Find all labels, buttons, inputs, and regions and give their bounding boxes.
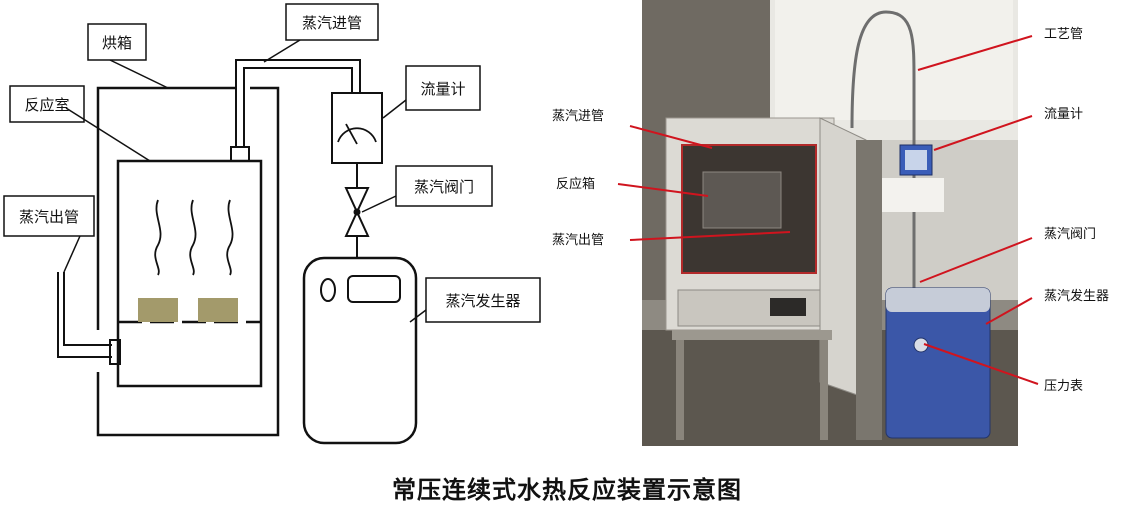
photo-label-flowmeter: 流量计: [1044, 107, 1083, 122]
sample-block: [198, 298, 238, 322]
photo-label-reaction-box: 反应箱: [556, 176, 595, 192]
photo-pillar: [856, 140, 882, 440]
photo-oven-panel: [770, 298, 806, 316]
valve-center: [353, 208, 361, 216]
photo-label-steam-outlet: 蒸汽出管: [552, 233, 604, 248]
steam-wisp: [154, 199, 162, 276]
photo-label-steam-inlet: 蒸汽进管: [552, 109, 604, 124]
leader-pressure-gauge: [923, 343, 1039, 385]
label-flowmeter: 流量计: [420, 80, 465, 98]
label-reaction-chamber: 反应室: [24, 96, 69, 114]
photo-boxes: [880, 178, 944, 212]
photo-stand-leg: [676, 340, 684, 440]
label-steam-inlet: 蒸汽进管: [302, 14, 362, 32]
schematic-callouts: [3, 3, 541, 323]
oven-outline: [96, 86, 280, 437]
photo-generator-top: [886, 288, 990, 312]
reaction-chamber: [116, 159, 263, 388]
leader-flowmeter: [933, 115, 1033, 151]
label-steam-outlet: 蒸汽出管: [19, 208, 79, 226]
callout-leader: [65, 107, 151, 162]
leader-steam-inlet: [629, 125, 713, 149]
photo-callout-leaders: [617, 35, 1039, 385]
callout-box-valve: [395, 165, 493, 207]
generator-gauge: [320, 278, 336, 302]
leader-process-pipe: [917, 35, 1033, 71]
sample-block: [138, 298, 178, 322]
label-steam-generator: 蒸汽发生器: [445, 292, 520, 310]
callout-leader: [382, 99, 407, 119]
photo-flowmeter-face: [905, 150, 927, 170]
callout-leader: [263, 39, 301, 63]
photo-label-steam-valve: 蒸汽阀门: [1044, 227, 1096, 242]
photo-window-blind: [775, 0, 1013, 120]
callout-box-generator: [425, 277, 541, 323]
photo-label-pressure-gauge: 压力表: [1044, 379, 1083, 394]
flowmeter-needle: [345, 123, 358, 145]
photo-labels: 工艺管 蒸汽进管 流量计 反应箱 蒸汽出管 蒸汽阀门 蒸汽发生器 压力表: [552, 27, 1109, 394]
photo-process-pipe: [850, 10, 916, 300]
schematic: [57, 59, 418, 445]
leader-steam-outlet: [629, 231, 791, 241]
steam-wisp: [189, 199, 197, 276]
callout-box-oven: [87, 23, 147, 61]
steam-outlet-pipe-inner: [57, 272, 112, 358]
leader-steam-valve: [919, 237, 1033, 283]
outlet-connector: [109, 339, 121, 365]
photo-stand-leg: [820, 340, 828, 440]
leader-reaction-box: [617, 183, 709, 197]
photo: [642, 0, 1018, 446]
callout-box-chamber: [9, 85, 85, 123]
flowmeter-dial: [337, 127, 377, 143]
schematic-labels: 烘箱 蒸汽进管 反应室 流量计 蒸汽阀门 蒸汽出管 蒸汽发生器: [19, 14, 521, 310]
steam-inlet-pipe-inner: [243, 67, 353, 147]
label-steam-valve: 蒸汽阀门: [414, 178, 474, 196]
callout-leader: [409, 309, 427, 323]
figure-caption: 常压连续式水热反应装置示意图: [392, 475, 742, 504]
callout-leader: [361, 195, 397, 213]
callout-box-flowmeter: [405, 65, 481, 111]
photo-reaction-box: [702, 171, 782, 229]
steam-outlet-pipe: [63, 272, 112, 346]
photo-label-steam-generator: 蒸汽发生器: [1044, 288, 1109, 304]
steam-inlet-pipe: [235, 59, 361, 147]
photo-label-process-pipe: 工艺管: [1044, 27, 1083, 42]
callout-box-outlet: [3, 195, 95, 237]
callout-box-steam-inlet: [285, 3, 379, 41]
photo-stand: [672, 330, 832, 340]
steam-valve-symbol: [344, 187, 370, 237]
steam-wisp: [226, 199, 234, 276]
generator-display: [347, 275, 401, 303]
leader-steam-generator: [985, 297, 1033, 325]
label-oven: 烘箱: [102, 34, 132, 52]
steam-generator-body: [302, 256, 418, 445]
callout-leader: [63, 235, 81, 273]
inlet-connector: [230, 146, 250, 162]
callout-leader: [109, 59, 169, 89]
